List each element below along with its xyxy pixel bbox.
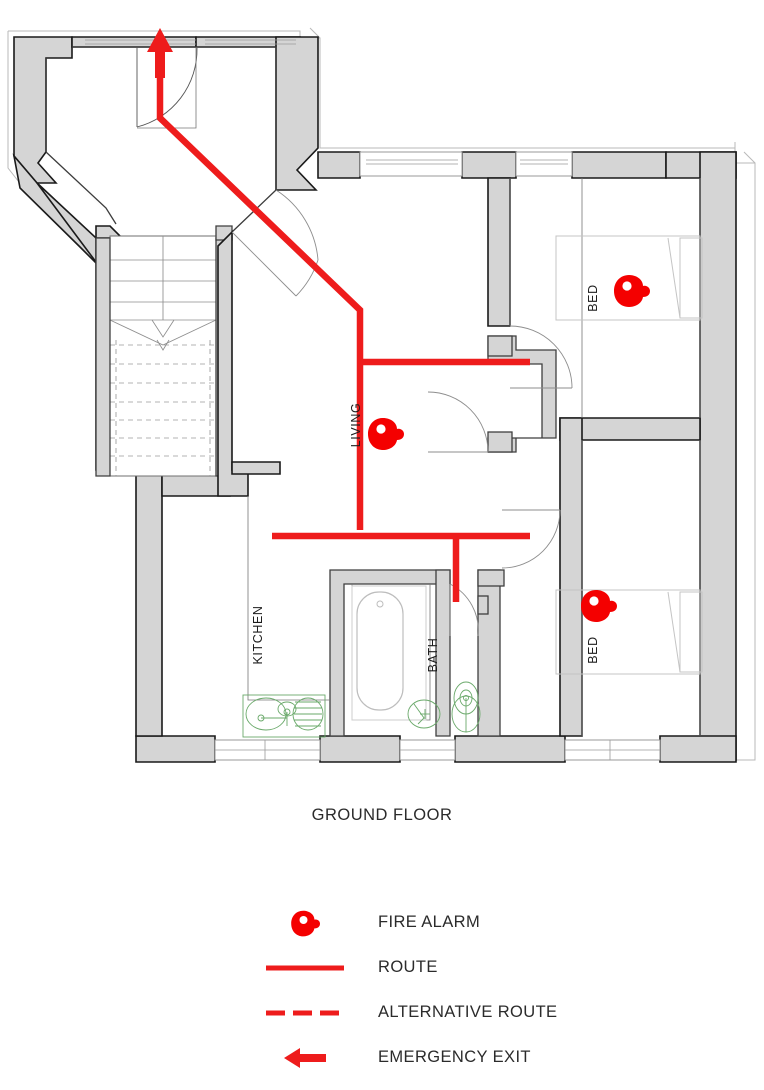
legend-label-route: ROUTE — [378, 958, 438, 976]
room-interior-outlines — [247, 178, 701, 736]
floor-plan-drawing: .wall { fill:#d5d5d5; stroke:#1a1a1a; st… — [7, 27, 756, 763]
room-label-living: LIVING — [349, 403, 363, 448]
legend-label-emergency-exit: EMERGENCY EXIT — [378, 1048, 531, 1066]
bed-lower-furniture — [555, 589, 703, 675]
door-swings — [231, 189, 573, 637]
kitchen-sink-fixture — [242, 694, 326, 738]
room-label-bed-upper: BED — [586, 284, 600, 312]
legend-fire-alarm: FIRE ALARM — [0, 900, 764, 945]
exterior-walls — [12, 36, 737, 763]
fire-alarm-living — [368, 418, 404, 450]
room-label-bath: BATH — [426, 638, 440, 673]
solid-line-icon — [250, 962, 360, 974]
legend-emergency-exit: EMERGENCY EXIT — [0, 1035, 764, 1080]
alarm-icon — [250, 906, 360, 940]
legend: FIRE ALARM ROUTE ALTERNATIVE ROUTE — [0, 900, 764, 1080]
bath-fixtures — [351, 585, 481, 733]
room-label-bed-lower: BED — [586, 636, 600, 664]
dashed-line-icon — [250, 1007, 360, 1019]
legend-alternative-route: ALTERNATIVE ROUTE — [0, 990, 764, 1035]
escape-route-path — [156, 60, 530, 602]
fire-alarm-bed-upper — [614, 275, 650, 307]
emergency-exit-arrow — [147, 28, 173, 78]
interior-walls — [217, 177, 701, 737]
bed-upper-furniture — [555, 235, 703, 321]
legend-label-fire-alarm: FIRE ALARM — [378, 913, 481, 931]
staircase — [95, 225, 233, 477]
legend-route: ROUTE — [0, 945, 764, 990]
room-label-kitchen: KITCHEN — [251, 605, 265, 664]
floor-title: GROUND FLOOR — [311, 806, 453, 824]
fire-alarm-bed-lower — [581, 590, 617, 622]
left-arrow-icon — [250, 1045, 360, 1071]
legend-label-alternative-route: ALTERNATIVE ROUTE — [378, 1003, 558, 1021]
